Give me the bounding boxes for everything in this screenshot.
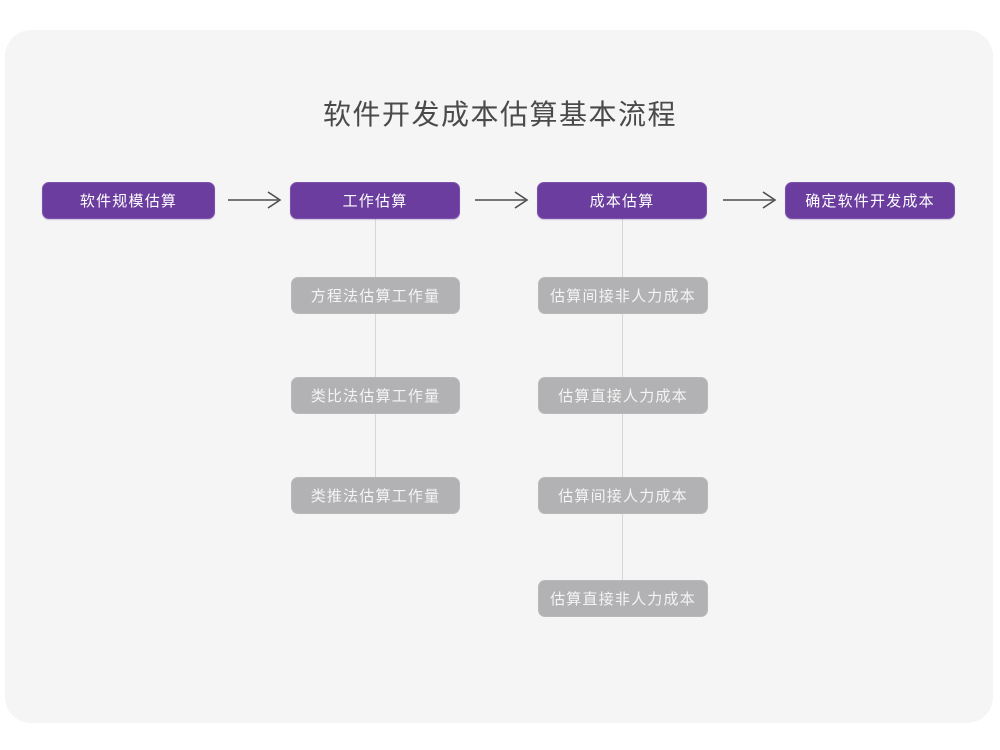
- diagram-card: [5, 30, 993, 723]
- flow-node-determine-development-cost[interactable]: 确定软件开发成本: [785, 182, 955, 219]
- arrow-right-icon: [226, 188, 286, 212]
- arrow-right-icon: [473, 188, 533, 212]
- page-title: 软件开发成本估算基本流程: [322, 99, 677, 130]
- branch-connector-line-effort: [375, 218, 376, 480]
- sub-node-analogy-method[interactable]: 类比法估算工作量: [291, 377, 460, 414]
- sub-node-equation-method[interactable]: 方程法估算工作量: [291, 277, 460, 314]
- sub-node-indirect-non-labor-cost[interactable]: 估算间接非人力成本: [538, 277, 708, 314]
- sub-node-inference-method[interactable]: 类推法估算工作量: [291, 477, 460, 514]
- flow-node-effort-estimation[interactable]: 工作估算: [290, 182, 460, 219]
- sub-node-direct-non-labor-cost[interactable]: 估算直接非人力成本: [538, 580, 708, 617]
- flow-node-software-scale-estimation[interactable]: 软件规模估算: [42, 182, 215, 219]
- sub-node-indirect-labor-cost[interactable]: 估算间接人力成本: [538, 477, 708, 514]
- arrow-right-icon: [721, 188, 781, 212]
- flow-node-cost-estimation[interactable]: 成本估算: [537, 182, 707, 219]
- sub-node-direct-labor-cost[interactable]: 估算直接人力成本: [538, 377, 708, 414]
